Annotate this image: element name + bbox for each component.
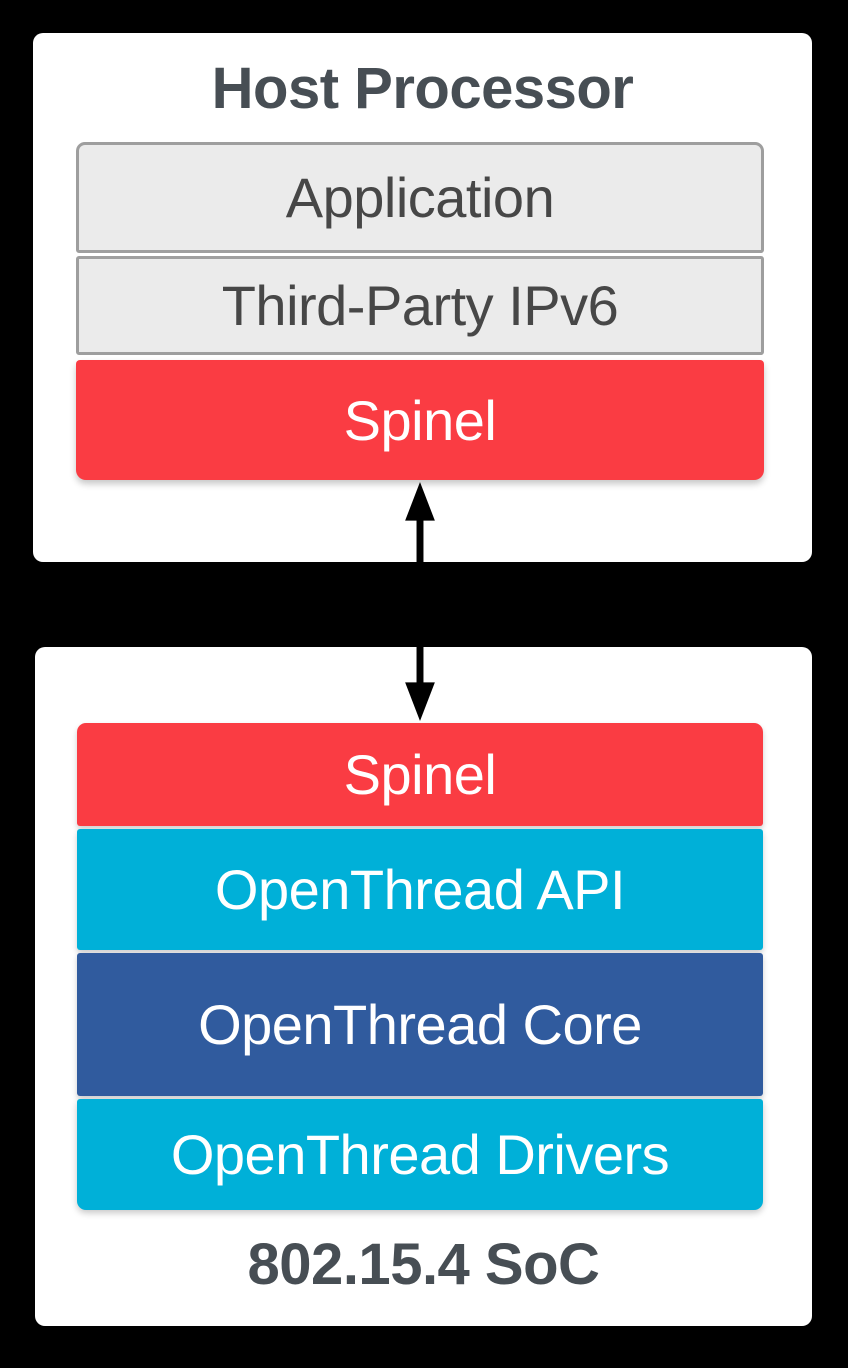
layer-third-party-ipv6: Third-Party IPv6 xyxy=(76,256,764,355)
soc-card-title: 802.15.4 SoC xyxy=(247,1232,600,1297)
layer-openthread-drivers-label: OpenThread Drivers xyxy=(170,1123,670,1186)
layer-openthread-drivers: OpenThread Drivers xyxy=(77,1099,763,1210)
layer-openthread-api: OpenThread API xyxy=(77,829,763,950)
layer-spinel-soc: Spinel xyxy=(77,723,763,826)
double-arrow-icon xyxy=(405,481,435,722)
layer-openthread-core: OpenThread Core xyxy=(77,953,763,1096)
layer-spinel-soc-label: Spinel xyxy=(343,743,497,806)
soc-card: Spinel OpenThread API OpenThread Core Op… xyxy=(35,647,812,1326)
layer-third-party-ipv6-label: Third-Party IPv6 xyxy=(221,274,619,337)
host-processor-card: Host Processor Application Third-Party I… xyxy=(33,33,812,562)
layer-application-label: Application xyxy=(285,166,555,229)
layer-spinel-host-label: Spinel xyxy=(343,388,497,452)
layer-spinel-host: Spinel xyxy=(76,360,764,480)
layer-application: Application xyxy=(76,142,764,253)
host-card-title: Host Processor xyxy=(211,56,634,121)
layer-openthread-api-label: OpenThread API xyxy=(214,858,626,921)
layer-openthread-core-label: OpenThread Core xyxy=(198,993,642,1056)
